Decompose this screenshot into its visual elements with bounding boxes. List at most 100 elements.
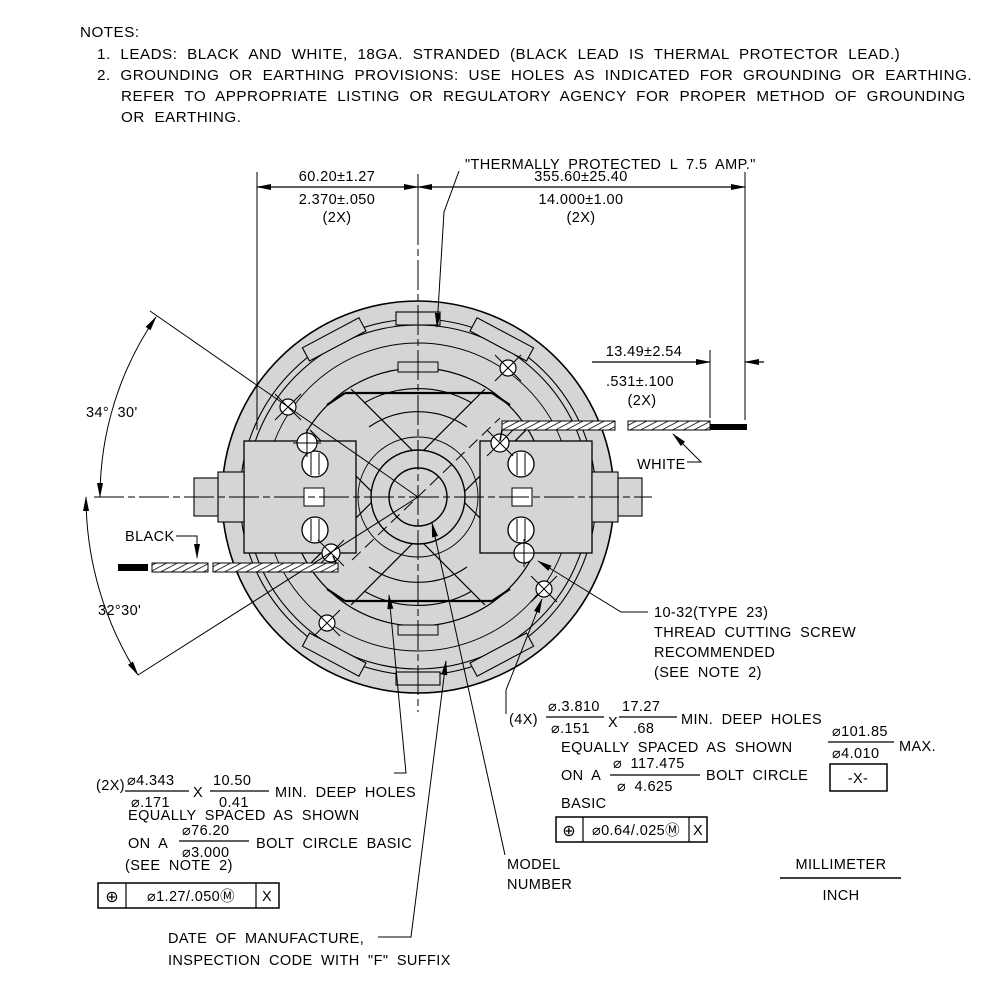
dim2-qty: (2X) xyxy=(567,210,596,226)
hole4x-bc-mm: ⌀ 117.475 xyxy=(613,756,685,772)
hole4x-qty: (4X) xyxy=(509,712,538,728)
diamax-in: ⌀4.010 xyxy=(832,746,879,762)
hole2x-dia-mm: ⌀4.343 xyxy=(127,773,174,789)
hole-callout-2x: (2X) ⌀4.343 ⌀.171 X 10.50 0.41 MIN. DEEP… xyxy=(96,594,416,909)
hole4x-depth-mm: 17.27 xyxy=(622,699,660,715)
feature-control-frame-4x: ⊕ ⌀0.64/.025Ⓜ X xyxy=(555,816,708,843)
hole4x-boltcircle: BOLT CIRCLE xyxy=(706,768,808,784)
note-line-2a: 2. GROUNDING OR EARTHING PROVISIONS: USE… xyxy=(97,67,972,84)
slotted-screw xyxy=(301,450,329,478)
hole4x-x: X xyxy=(608,715,618,731)
notes-title: NOTES: xyxy=(80,24,140,41)
units-millimeter: MILLIMETER xyxy=(795,857,886,873)
datum-flag-x: -X- xyxy=(829,763,888,792)
slotted-screw xyxy=(507,516,535,544)
hole4x-line2: EQUALLY SPACED AS SHOWN xyxy=(561,740,793,756)
hole4x-dia-mm: ⌀.3.810 xyxy=(548,699,600,715)
screw-boss-nw xyxy=(293,429,321,457)
date-leader xyxy=(378,660,448,938)
slotted-screw xyxy=(301,516,329,544)
black-lead-stripped-end xyxy=(118,564,148,571)
thermal-leader xyxy=(434,170,460,328)
dim3-inch: .531±.100 xyxy=(606,374,674,390)
fcf2x-symbol: ⊕ xyxy=(105,889,118,906)
hole4x-basic: BASIC xyxy=(561,796,607,812)
dim1-mm: 60.20±1.27 xyxy=(299,169,375,185)
hole-callout-4x: (4X) ⌀.3.810 ⌀.151 X 17.27 .68 MIN. DEEP… xyxy=(505,598,822,843)
thread-screw-note: 10-32(TYPE 23) THREAD CUTTING SCREW RECO… xyxy=(537,560,856,681)
white-lead-leader xyxy=(672,433,703,463)
fcf2x-tolerance: ⌀1.27/.050Ⓜ xyxy=(147,888,235,905)
lead-strip-dimension: 13.49±2.54 .531±.100 (2X) xyxy=(592,344,764,418)
fcf2x-datum: X xyxy=(262,889,272,905)
hole2x-line2: EQUALLY SPACED AS SHOWN xyxy=(128,808,360,824)
units-legend: MILLIMETER INCH xyxy=(780,857,901,904)
fcf4x-tolerance: ⌀0.64/.025Ⓜ xyxy=(592,822,680,839)
fcf4x-symbol: ⊕ xyxy=(562,823,575,840)
diamax-suffix: MAX. xyxy=(899,739,936,755)
hole2x-ona: ON A xyxy=(128,836,168,852)
model-label-1: MODEL xyxy=(507,857,561,873)
white-lead-stripped-end xyxy=(710,424,747,430)
date-label-2: INSPECTION CODE WITH "F" SUFFIX xyxy=(168,953,451,969)
hole4x-depth-in: .68 xyxy=(633,721,654,737)
white-lead: WHITE xyxy=(499,420,747,473)
angular-dimensions: 34° 30' 32°30' xyxy=(83,310,419,676)
screw-boss-se xyxy=(510,539,538,567)
screw-note-line4: (SEE NOTE 2) xyxy=(654,665,762,681)
hole2x-boltcircle: BOLT CIRCLE BASIC xyxy=(256,836,412,852)
thermal-protector-callout: "THERMALLY PROTECTED L 7.5 AMP." xyxy=(434,157,756,328)
screw-note-line2: THREAD CUTTING SCREW xyxy=(654,625,856,641)
notes-block: NOTES: 1. LEADS: BLACK AND WHITE, 18GA. … xyxy=(80,24,972,126)
dim2-mm: 355.60±25.40 xyxy=(534,169,627,185)
angle-ray-upper xyxy=(149,310,419,498)
white-lead-label: WHITE xyxy=(637,457,686,473)
note-line-1: 1. LEADS: BLACK AND WHITE, 18GA. STRANDE… xyxy=(97,46,900,63)
hole2x-seenote: (SEE NOTE 2) xyxy=(125,858,233,874)
screw-boss-sw xyxy=(317,539,345,567)
dim1-qty: (2X) xyxy=(323,210,352,226)
thermal-label: "THERMALLY PROTECTED L 7.5 AMP." xyxy=(465,157,756,173)
angle-ray-lower xyxy=(137,496,419,676)
dim2-inch: 14.000±1.00 xyxy=(539,192,624,208)
model-label-2: NUMBER xyxy=(507,877,572,893)
angle-arc-upper xyxy=(97,316,157,498)
angle-upper-label: 34° 30' xyxy=(86,405,138,421)
date-label-1: DATE OF MANUFACTURE, xyxy=(168,931,364,947)
hole4x-bc-in: ⌀ 4.625 xyxy=(617,779,673,795)
black-lead: BLACK xyxy=(118,529,339,573)
screw-note-line3: RECOMMENDED xyxy=(654,645,775,661)
note-line-2b: REFER TO APPROPRIATE LISTING OR REGULATO… xyxy=(121,88,966,105)
datum-x-label: -X- xyxy=(848,771,869,787)
hole2x-bc-in: ⌀3.000 xyxy=(182,845,229,861)
hole4x-dia-in: ⌀.151 xyxy=(551,721,590,737)
bolt-circle-phantom-line xyxy=(351,417,501,561)
fcf4x-datum: X xyxy=(693,823,703,839)
model-number-callout: MODEL NUMBER xyxy=(431,522,572,893)
hole2x-depth-in: 0.41 xyxy=(219,795,249,811)
grounding-hole xyxy=(530,575,558,603)
hole2x-bc-mm: ⌀76.20 xyxy=(182,823,229,839)
screw-note-line1: 10-32(TYPE 23) xyxy=(654,605,768,621)
hole-4x-leader xyxy=(505,598,543,714)
hole4x-tail: MIN. DEEP HOLES xyxy=(681,712,822,728)
date-of-manufacture-callout: DATE OF MANUFACTURE, INSPECTION CODE WIT… xyxy=(168,660,451,969)
motor-assembly xyxy=(94,215,652,712)
hole2x-tail: MIN. DEEP HOLES xyxy=(275,785,416,801)
diameter-max-note: ⌀101.85 ⌀4.010 MAX. -X- xyxy=(828,724,936,792)
grounding-hole xyxy=(313,609,341,637)
feature-control-frame-2x: ⊕ ⌀1.27/.050Ⓜ X xyxy=(97,882,280,909)
note-line-2c: OR EARTHING. xyxy=(121,109,241,126)
model-leader xyxy=(431,522,506,856)
hole4x-ona: ON A xyxy=(561,768,601,784)
grounding-hole xyxy=(494,354,522,382)
units-inch: INCH xyxy=(822,888,859,904)
dim3-mm: 13.49±2.54 xyxy=(606,344,682,360)
black-lead-label: BLACK xyxy=(125,529,175,545)
hole2x-dia-in: ⌀.171 xyxy=(131,795,170,811)
dim1-inch: 2.370±.050 xyxy=(299,192,375,208)
top-dimensions: 60.20±1.27 2.370±.050 (2X) 355.60±25.40 … xyxy=(256,169,746,430)
screw-boss-ne xyxy=(486,429,514,457)
hole2x-depth-mm: 10.50 xyxy=(213,773,251,789)
